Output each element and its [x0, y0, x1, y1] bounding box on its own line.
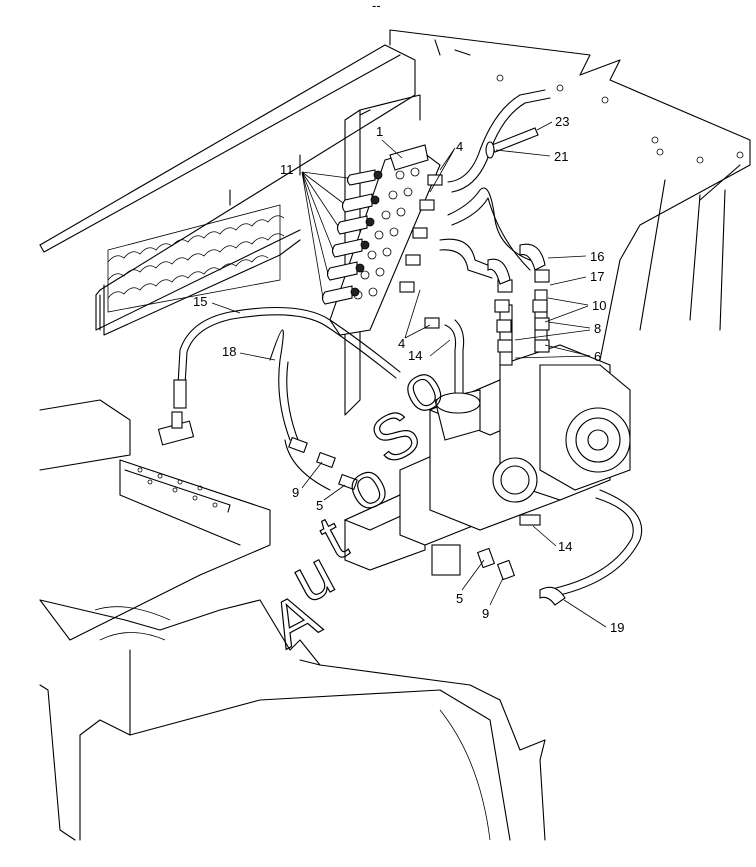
- callout-10: 10: [592, 298, 606, 313]
- callout-14: 14: [408, 348, 422, 363]
- pilot-cylinders: [321, 169, 383, 305]
- callout-6: 6: [594, 349, 601, 364]
- callout-18: 18: [222, 344, 236, 359]
- callout-17: 17: [590, 269, 604, 284]
- callout-11: 11: [280, 162, 294, 177]
- callout-16: 16: [590, 249, 604, 264]
- callout-19: 19: [610, 620, 624, 635]
- callout-4: 4: [456, 139, 463, 154]
- callout-21: 21: [554, 149, 568, 164]
- callout-14: 14: [558, 539, 572, 554]
- callout-23: 23: [555, 114, 569, 129]
- callout-4: 4: [398, 336, 405, 351]
- manifold-ports: [353, 167, 420, 300]
- right-valve-stack: [487, 243, 550, 353]
- callout-5: 5: [456, 591, 463, 606]
- callout-5: 5: [316, 498, 323, 513]
- callouts: 1 4 4 5 5 6 8 9 9 10 11 14 14: [193, 114, 624, 635]
- callout-9: 9: [292, 485, 299, 500]
- callout-9: 9: [482, 606, 489, 621]
- hoses: [177, 89, 643, 596]
- callout-1: 1: [376, 124, 383, 139]
- bolt-and-washer: [485, 127, 539, 159]
- left-fittings: [157, 379, 358, 491]
- valve-manifold: [321, 144, 443, 336]
- callout-15: 15: [193, 294, 207, 309]
- manifold-fittings: [399, 174, 443, 329]
- header-mark: --: [372, 0, 381, 13]
- callout-8: 8: [594, 321, 601, 336]
